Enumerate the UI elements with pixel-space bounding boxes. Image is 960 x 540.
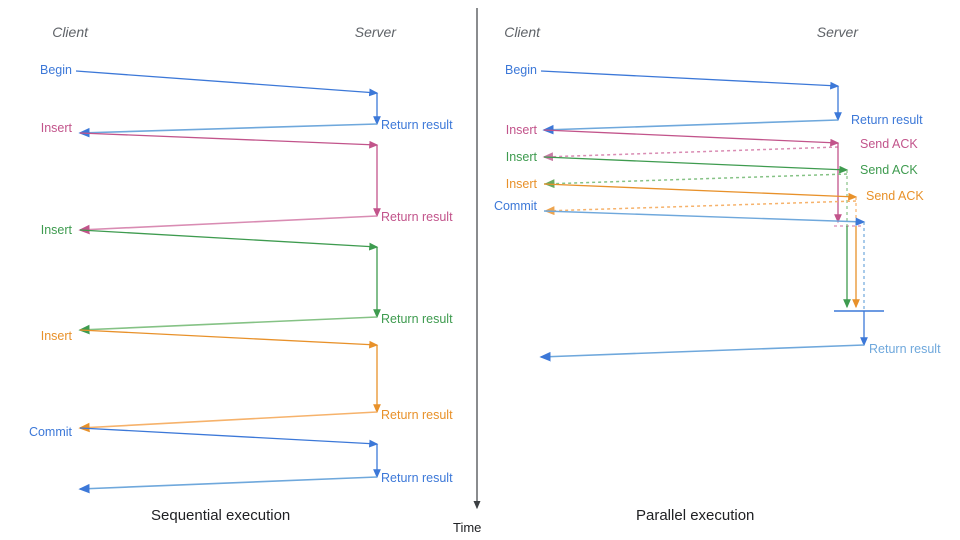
- p-msg-begin-request: [540, 70, 842, 122]
- sequential-client-actor-label: Client: [52, 24, 88, 40]
- p-msg-insert2-request: [543, 156, 849, 174]
- p-msg-commit-request: [543, 210, 866, 311]
- msg-insert3-response: [78, 411, 378, 433]
- parallel-server-label-return-2: Return result: [869, 342, 941, 356]
- time-axis-label: Time: [453, 520, 482, 535]
- parallel-server-actor-label: Server: [816, 24, 858, 40]
- sequential-server-label-return-1: Return result: [381, 118, 453, 132]
- parallel-server-label-ack-3: Send ACK: [866, 189, 924, 203]
- sequential-panel-caption: Sequential execution: [151, 507, 291, 524]
- sequential-server-label-return-4: Return result: [381, 408, 453, 422]
- msg-commit-request: [79, 427, 381, 479]
- parallel-client-label-begin: Begin: [505, 63, 537, 77]
- parallel-panel-caption: Parallel execution: [636, 507, 755, 524]
- msg-insert3-request: [79, 329, 381, 414]
- p-msg-insert1-ack: [542, 146, 839, 162]
- sequential-client-label-commit: Commit: [28, 425, 72, 439]
- p-msg-insert3-ack: [543, 200, 857, 216]
- sequential-client-label-begin: Begin: [40, 63, 72, 77]
- parallel-client-label-commit: Commit: [493, 199, 537, 213]
- parallel-panel-artwork: [539, 70, 884, 362]
- parallel-client-label-insert-3: Insert: [505, 177, 537, 191]
- sequential-server-label-return-2: Return result: [381, 210, 453, 224]
- p-msg-insert2-ack: [543, 173, 848, 189]
- p-msg-insert3-request: [543, 183, 858, 201]
- p-msg-commit-response: [539, 344, 865, 362]
- msg-insert2-request: [79, 229, 381, 319]
- parallel-client-actor-label: Client: [504, 24, 540, 40]
- parallel-server-label-return-1: Return result: [851, 113, 923, 127]
- msg-commit-response: [78, 476, 378, 494]
- sequential-server-actor-label: Server: [354, 24, 396, 40]
- parallel-client-label-insert-1: Insert: [505, 123, 537, 137]
- sequential-server-label-return-5: Return result: [381, 471, 453, 485]
- msg-insert2-response: [78, 316, 378, 335]
- msg-begin-request: [75, 70, 381, 126]
- msg-insert1-request: [79, 132, 381, 218]
- msg-insert1-response: [78, 215, 378, 235]
- p-msg-begin-response: [542, 119, 839, 135]
- parallel-server-label-ack-1: Send ACK: [860, 137, 918, 151]
- sequential-server-label-return-3: Return result: [381, 312, 453, 326]
- msg-begin-response: [78, 123, 378, 138]
- sequential-client-label-insert-2: Insert: [40, 223, 72, 237]
- p-msg-insert1-request: [543, 129, 840, 147]
- parallel-server-label-ack-2: Send ACK: [860, 163, 918, 177]
- sequential-client-label-insert-1: Insert: [40, 121, 72, 135]
- parallel-client-label-insert-2: Insert: [505, 150, 537, 164]
- sequential-panel-artwork: [75, 70, 381, 494]
- sequential-client-label-insert-3: Insert: [40, 329, 72, 343]
